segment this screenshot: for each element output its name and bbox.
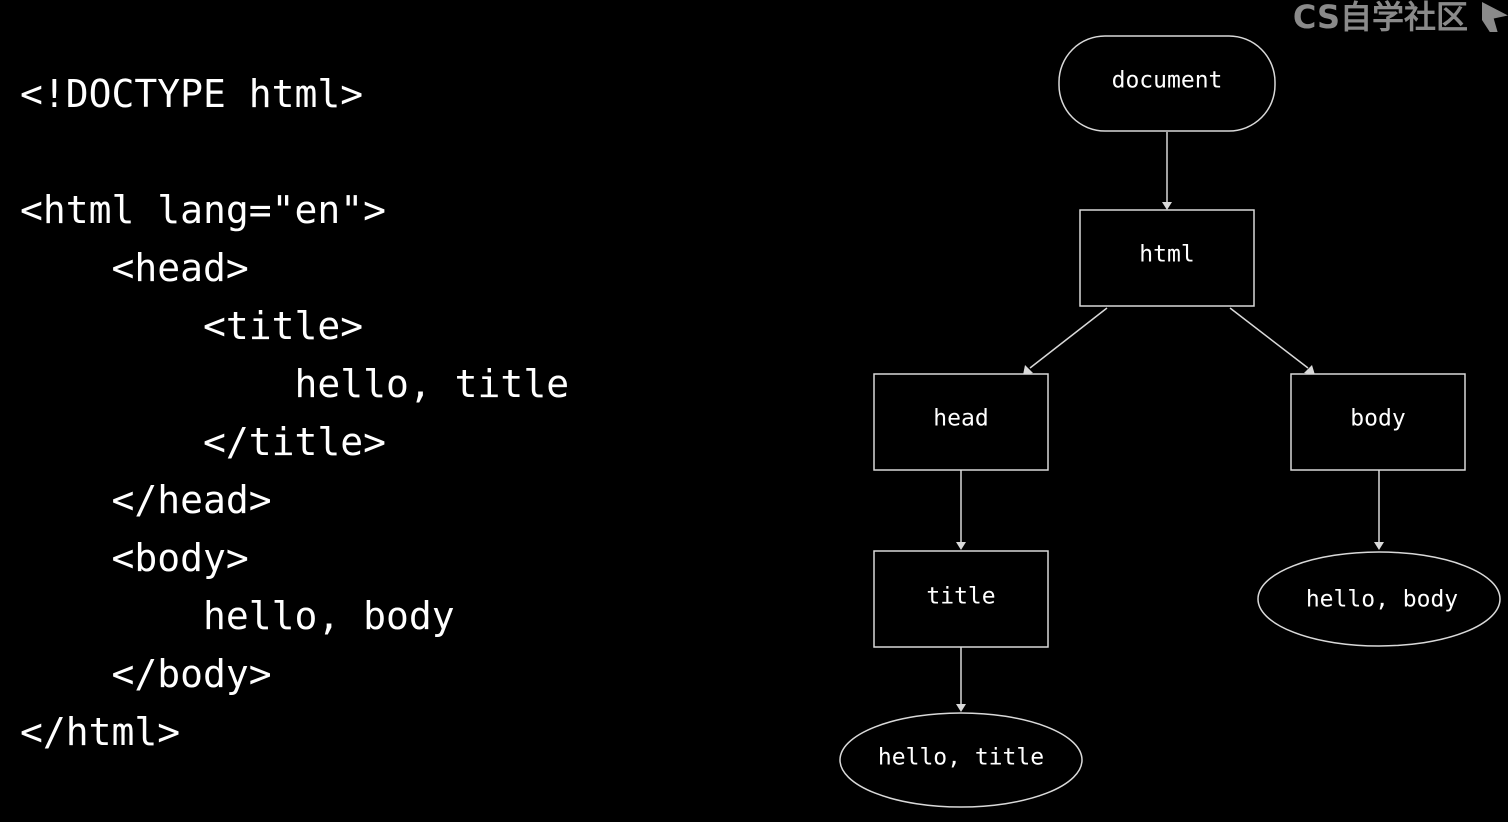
node-document: document [1058, 35, 1276, 132]
node-body-shape [1290, 373, 1466, 471]
node-title-text: hello, title [839, 712, 1083, 808]
node-body-label: body [1350, 406, 1405, 432]
code-line-body-text: hello, body [20, 594, 455, 638]
node-body: body [1290, 373, 1466, 471]
code-line-body-close: </body> [20, 652, 272, 696]
dom-tree-svg: document html head body title hello, bod… [839, 35, 1501, 808]
node-body-text-shape [1257, 551, 1501, 647]
node-head-label: head [933, 406, 988, 432]
html-code-panel: <!DOCTYPE html> <html lang="en"> <head> … [20, 72, 780, 772]
edge-html-body [1229, 307, 1309, 369]
code-line-html-close: </html> [20, 710, 181, 754]
node-html: html [1079, 209, 1255, 307]
node-html-shape [1079, 209, 1255, 307]
node-title-label: title [926, 584, 995, 610]
edge-html-head [1029, 307, 1108, 369]
code-line-head-open: <head> [20, 246, 249, 290]
code-line-title-text: hello, title [20, 362, 570, 406]
code-line-doctype: <!DOCTYPE html> [20, 72, 364, 116]
node-html-label: html [1139, 242, 1194, 268]
node-body-text: hello, body [1257, 551, 1501, 647]
node-head: head [873, 373, 1049, 471]
code-line-html-open: <html lang="en"> [20, 188, 387, 232]
code-line-title-open: <title> [20, 304, 364, 348]
node-title-text-shape [839, 712, 1083, 808]
watermark: CS自学社区 [1293, 0, 1468, 38]
code-line-body-open: <body> [20, 536, 249, 580]
arrow-html-head [1023, 365, 1033, 375]
node-head-shape [873, 373, 1049, 471]
arrow-html-body [1304, 365, 1315, 375]
node-title-text-label: hello, title [878, 745, 1044, 771]
node-document-label: document [1112, 68, 1223, 94]
tree-edges [956, 132, 1384, 712]
code-line-head-close: </head> [20, 478, 272, 522]
node-body-text-label: hello, body [1306, 587, 1458, 613]
arrow-document-html [1162, 202, 1172, 210]
arrow-title-text [956, 704, 966, 712]
dom-tree-diagram: document html head body title hello, bod… [820, 20, 1508, 822]
arrow-body-text [1374, 542, 1384, 550]
node-title: title [873, 550, 1049, 648]
code-line-title-close: </title> [20, 420, 387, 464]
node-document-shape [1058, 35, 1276, 132]
watermark-text: CS自学社区 [1292, 0, 1468, 36]
arrow-head-title [956, 542, 966, 550]
node-title-shape [873, 550, 1049, 648]
